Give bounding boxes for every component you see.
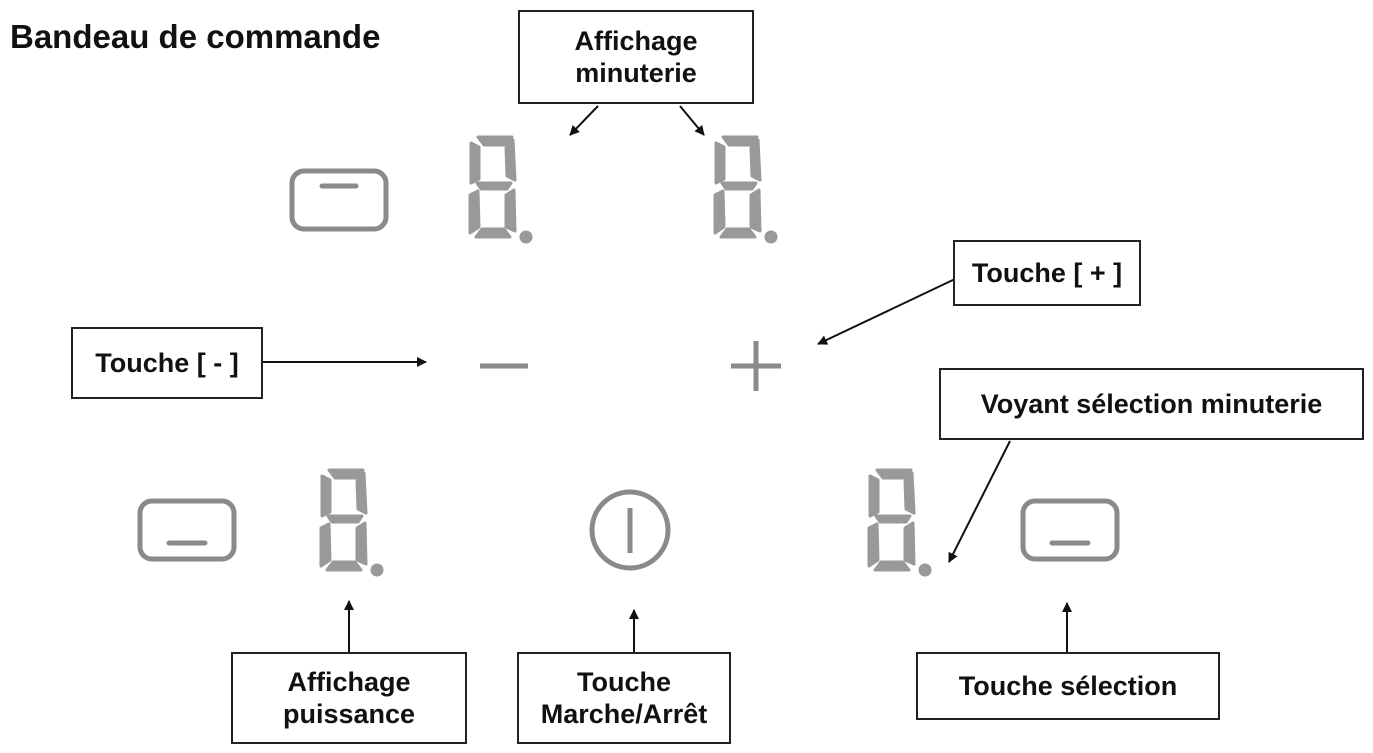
timer-indicator-label: Voyant sélection minuterie xyxy=(939,368,1364,440)
timer-display-label: Affichage minuterie xyxy=(518,10,754,104)
top-left-selector-icon[interactable] xyxy=(289,168,389,232)
minus-key-label: Touche [ - ] xyxy=(71,327,263,399)
power-display-label: Affichage puissance xyxy=(231,652,467,744)
select-key-label: Touche sélection xyxy=(916,652,1220,720)
power-digit-icon xyxy=(319,468,384,577)
on-off-key-label: Touche Marche/Arrêt xyxy=(517,652,731,744)
page-title: Bandeau de commande xyxy=(10,18,381,55)
timer-digit-right-icon xyxy=(713,135,778,244)
timer-select-digit-icon xyxy=(867,468,932,577)
plus-key-label: Touche [ + ] xyxy=(953,240,1141,306)
timer-digit-left-icon xyxy=(468,135,533,244)
plus-icon[interactable] xyxy=(731,341,781,391)
bottom-left-selector-icon[interactable] xyxy=(137,498,237,562)
select-key-icon[interactable] xyxy=(1020,498,1120,562)
callout-arrows xyxy=(263,105,1072,652)
power-icon[interactable] xyxy=(589,489,671,571)
